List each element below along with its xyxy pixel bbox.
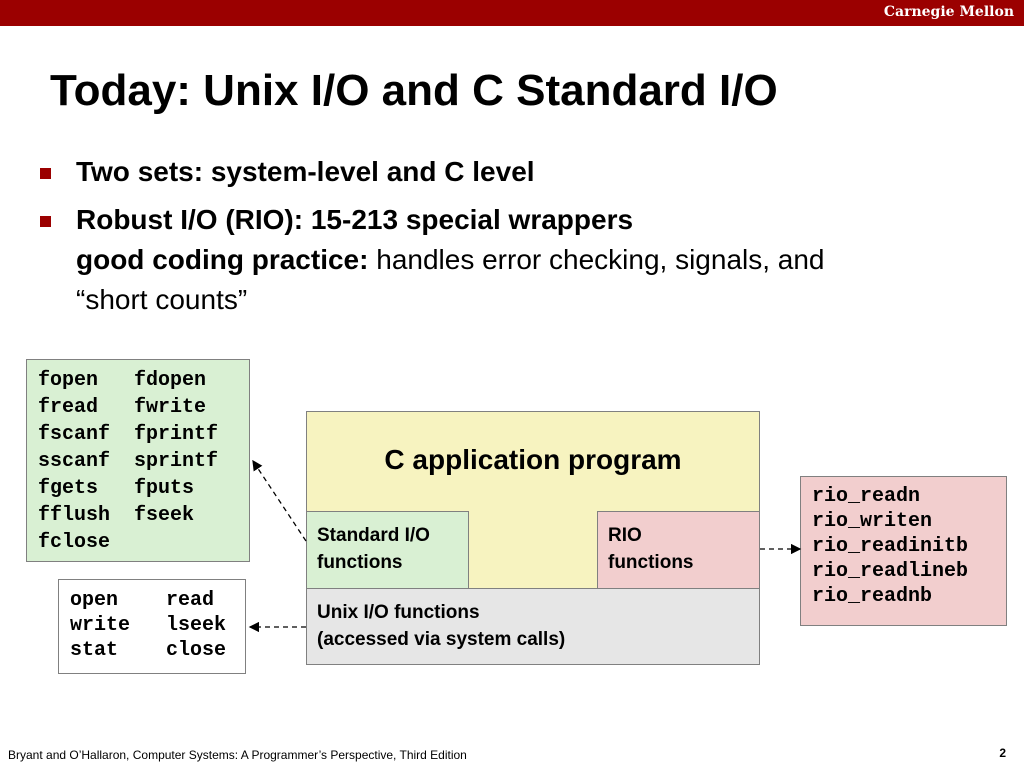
unix-io-functions-box: Unix I/O functions (accessed via system … [306, 588, 760, 665]
stdio-function-name: fgets [38, 477, 99, 500]
bullet-item: Two sets: system-level and C level [38, 152, 998, 192]
bullet-sub-text: handles error checking, signals, and [368, 244, 825, 275]
stdio-functions-box: fopen fdopen fread fwrite fscanf fprintf sscan… [26, 359, 250, 562]
bullet-subtext: good coding practice: handles error chec… [76, 240, 998, 280]
brand-label: Carnegie Mellon [883, 4, 1014, 20]
bullet-text: Two sets: system-level and C level [76, 156, 535, 187]
stdio-function-name: fclose [38, 531, 111, 554]
bullet-square-icon [40, 216, 51, 227]
unix-function-name: open [70, 589, 119, 612]
unix-label-line: Unix I/O functions [317, 602, 480, 623]
unix-function-name: lseek [166, 614, 227, 637]
bullet-text: Robust I/O (RIO): 15-213 special wrapper… [76, 204, 634, 235]
stdio-function-name: fseek [134, 504, 195, 527]
rio-functions-label-box: RIO functions [597, 511, 760, 589]
stdio-function-name: sscanf [38, 450, 111, 473]
bullet-list: Two sets: system-level and C level Robus… [38, 152, 998, 320]
footer-citation: Bryant and O’Hallaron, Computer Systems:… [8, 748, 467, 762]
rio-label-line: functions [608, 552, 694, 573]
rio-function-name: rio_readn [812, 485, 921, 508]
stdio-function-name: fflush [38, 504, 111, 527]
stdio-functions-grid: fopen fdopen fread fwrite fscanf fprintf sscan… [38, 368, 249, 555]
rio-function-name: rio_readlineb [812, 560, 969, 583]
rio-function-name: rio_readnb [812, 585, 933, 608]
top-bar: Carnegie Mellon [0, 0, 1024, 26]
c-application-label: C application program [384, 444, 682, 475]
stdio-label-line: Standard I/O [317, 525, 430, 546]
stdio-label-line: functions [317, 552, 403, 573]
stdio-function-name: fread [38, 396, 99, 419]
stdio-function-name: fdopen [134, 369, 207, 392]
stdio-function-name: fwrite [134, 396, 207, 419]
rio-label-line: RIO [608, 525, 642, 546]
stdio-function-name: fputs [134, 477, 195, 500]
stdio-functions-label-box: Standard I/O functions [306, 511, 469, 589]
rio-function-name: rio_writen [812, 510, 933, 533]
stdio-function-name: sprintf [134, 450, 219, 473]
unix-functions-grid: open read write lseek stat close [70, 588, 245, 663]
bullet-item: Robust I/O (RIO): 15-213 special wrapper… [38, 200, 998, 320]
unix-label-line: (accessed via system calls) [317, 629, 566, 650]
arrow-stdio-to-library [252, 459, 307, 542]
unix-function-name: read [166, 589, 215, 612]
unix-function-name: write [70, 614, 131, 637]
stdio-function-name: fscanf [38, 423, 111, 446]
slide-title: Today: Unix I/O and C Standard I/O [50, 66, 778, 115]
stdio-function-name: fprintf [134, 423, 219, 446]
page-number: 2 [999, 746, 1006, 760]
rio-function-name: rio_readinitb [812, 535, 969, 558]
unix-function-name: stat [70, 639, 119, 662]
bullet-sub-bold: good coding practice: [76, 244, 369, 275]
stdio-function-name: fopen [38, 369, 99, 392]
bullet-square-icon [40, 168, 51, 179]
unix-functions-box: open read write lseek stat close [58, 579, 246, 674]
bullet-sub-text-2: “short counts” [76, 284, 248, 315]
unix-function-name: close [166, 639, 227, 662]
